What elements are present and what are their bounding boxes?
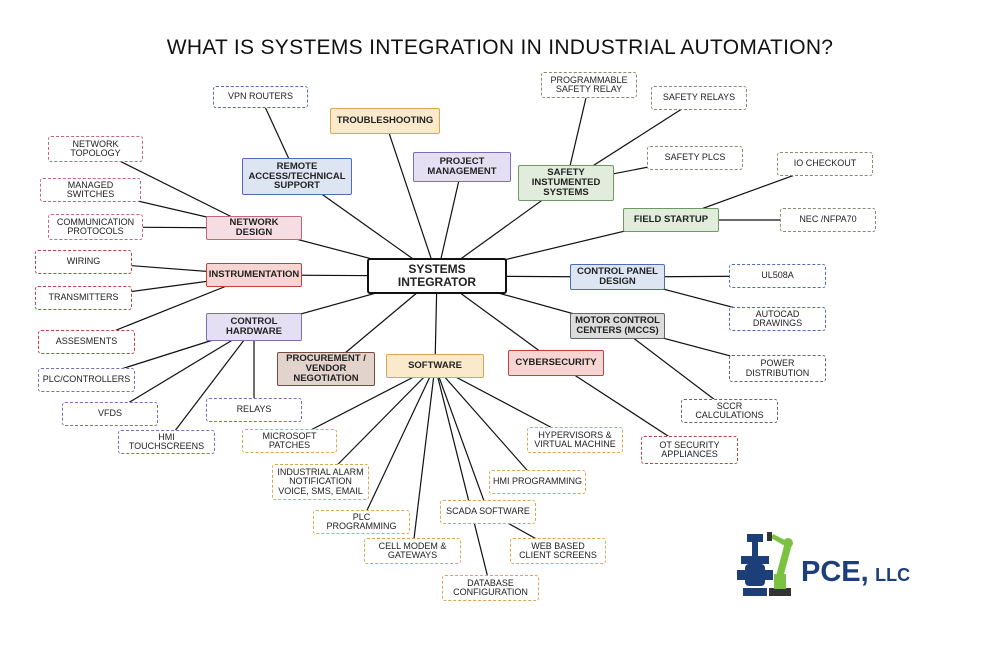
edge-sw-scada (434, 365, 489, 513)
edge-sw-modem (411, 365, 436, 552)
edge-mcc-sccr (617, 325, 730, 412)
edge-center-trouble (384, 120, 438, 277)
leaf-node-ul: UL508A (729, 264, 826, 288)
leaf-node-modem: CELL MODEM & GATEWAYS (364, 538, 461, 564)
leaf-node-wiring: WIRING (35, 250, 132, 274)
leaf-node-assess: ASSESMENTS (38, 330, 135, 354)
edge-network-topo (95, 148, 255, 229)
category-node-instr: INSTRUMENTATION (206, 263, 302, 287)
leaf-node-plcctl: PLC/CONTROLLERS (38, 368, 135, 392)
edge-sw-plcprog (360, 365, 436, 523)
category-node-trouble: TROUBLESHOOTING (330, 108, 440, 134)
category-node-network: NETWORK DESIGN (206, 216, 302, 240)
category-node-sw: SOFTWARE (386, 354, 484, 378)
leaf-node-sccr: SCCR CALCULATIONS (681, 399, 778, 423)
edge-cyber-ot (555, 362, 690, 451)
category-node-mcc: MOTOR CONTROL CENTERS (MCCs) (570, 313, 665, 339)
leaf-node-splc: SAFETY PLCS (647, 146, 743, 170)
leaf-node-hmiprog: HMI PROGRAMMING (489, 470, 586, 494)
edge-hw-vfd (109, 326, 255, 415)
leaf-node-io: IO CHECKOUT (777, 152, 873, 176)
category-node-sis: SAFETY INSTUMENTED SYSTEMS (518, 165, 614, 201)
robot-arm-icon (767, 532, 793, 596)
edge-sw-hmiprog (434, 365, 538, 483)
leaf-node-psr: PROGRAMMABLE SAFETY RELAY (541, 72, 637, 98)
leaf-node-hmits: HMI TOUCHSCREENS (118, 430, 215, 454)
leaf-node-switch: MANAGED SWITCHES (40, 178, 141, 202)
leaf-node-scada: SCADA SOFTWARE (440, 500, 536, 524)
category-node-cpd: CONTROL PANEL DESIGN (570, 264, 665, 290)
edge-center-pm (436, 166, 463, 277)
logo-text: PCE, LLC (801, 556, 910, 589)
leaf-node-vpn: VPN ROUTERS (213, 86, 308, 108)
leaf-node-sr: SAFETY RELAYS (651, 86, 747, 110)
edge-sw-ms (289, 365, 436, 442)
edge-sw-alarm (320, 365, 436, 483)
leaf-node-ms: MICROSOFT PATCHES (242, 429, 337, 453)
valve-icon (737, 534, 773, 596)
logo-suffix: LLC (875, 565, 911, 585)
leaf-node-xmit: TRANSMITTERS (35, 286, 132, 310)
leaf-node-acad: AUTOCAD DRAWINGS (729, 307, 826, 331)
page-title: WHAT IS SYSTEMS INTEGRATION IN INDUSTRIA… (166, 36, 834, 59)
leaf-node-web: WEB BASED CLIENT SCREENS (510, 538, 606, 564)
leaf-node-vfd: VFDS (62, 402, 158, 426)
leaf-node-alarm: INDUSTRIAL ALARM NOTIFICATION VOICE, SMS… (272, 464, 369, 500)
logo-name: PCE, (801, 556, 869, 588)
leaf-node-topo: NETWORK TOPOLOGY (48, 136, 143, 162)
category-node-pm: PROJECT MANAGEMENT (413, 152, 511, 182)
leaf-node-hyper: HYPERVISORS & VIRTUAL MACHINE (527, 427, 623, 453)
center-node-systems-integrator: SYSTEMS INTEGRATOR (367, 258, 507, 294)
edge-sw-db (434, 365, 492, 589)
edge-hw-hmits (166, 326, 255, 443)
leaf-node-nec: NEC /NFPA70 (780, 208, 876, 232)
pce-logo: PCE, LLC (735, 532, 925, 602)
leaf-node-comm: COMMUNICATION PROTOCOLS (48, 214, 143, 240)
leaf-node-ot: OT SECURITY APPLIANCES (641, 436, 738, 464)
category-node-proc: PROCUREMENT / VENDOR NEGOTIATION (277, 352, 375, 386)
category-node-cyber: CYBERSECURITY (508, 350, 604, 376)
category-node-field: FIELD STARTUP (623, 208, 719, 232)
leaf-node-relays: RELAYS (206, 398, 302, 422)
leaf-node-plcprog: PLC PROGRAMMING (313, 510, 410, 534)
leaf-node-db: DATABASE CONFIGURATION (442, 575, 539, 601)
category-node-hw: CONTROL HARDWARE (206, 313, 302, 341)
leaf-node-power: POWER DISTRIBUTION (729, 355, 826, 382)
category-node-remote: REMOTE ACCESS/TECHNICAL SUPPORT (242, 158, 352, 195)
